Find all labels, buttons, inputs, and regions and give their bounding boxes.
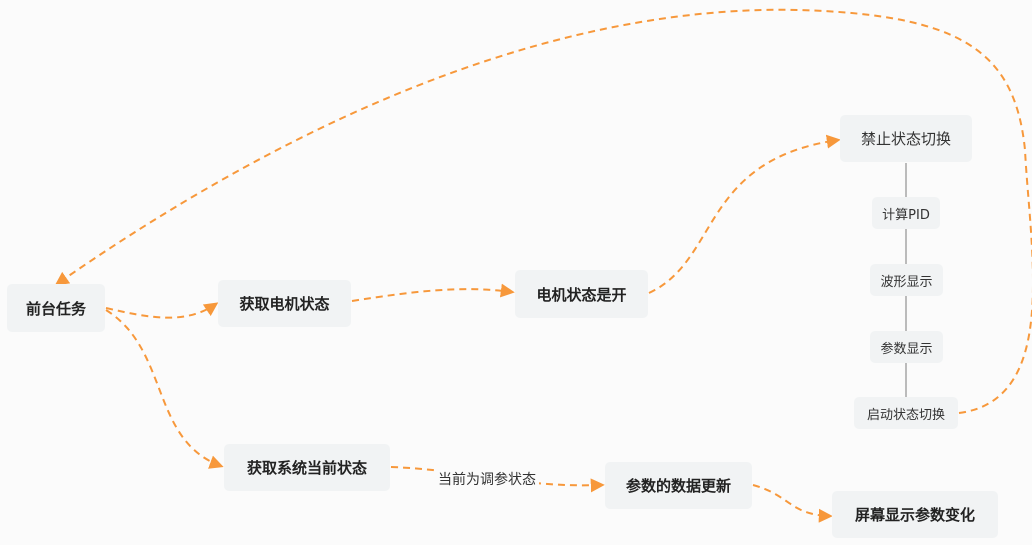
node-param-display[interactable]: 参数显示 (870, 331, 943, 363)
edge-fg-to-system (105, 309, 224, 469)
edge-system-to-update (390, 466, 605, 493)
node-foreground-task[interactable]: 前台任务 (7, 284, 105, 332)
edge-enable-to-fg (54, 8, 1032, 414)
node-get-system-state[interactable]: 获取系统当前状态 (224, 444, 390, 491)
edge-on-to-disable (648, 134, 841, 294)
node-motor-on[interactable]: 电机状态是开 (515, 270, 648, 318)
node-param-update[interactable]: 参数的数据更新 (605, 462, 752, 509)
edge-label-tuning: 当前为调参状态 (435, 469, 539, 489)
edge-motor-to-on (351, 283, 515, 302)
edge-fg-to-motor (105, 302, 219, 319)
node-disable-switch[interactable]: 禁止状态切换 (840, 115, 972, 162)
node-enable-switch[interactable]: 启动状态切换 (854, 397, 958, 429)
node-calc-pid[interactable]: 计算PID (872, 197, 940, 229)
edge-update-to-screen (752, 484, 833, 523)
node-waveform[interactable]: 波形显示 (870, 264, 943, 296)
node-screen-update[interactable]: 屏幕显示参数变化 (832, 491, 998, 538)
node-get-motor-state[interactable]: 获取电机状态 (218, 280, 351, 327)
